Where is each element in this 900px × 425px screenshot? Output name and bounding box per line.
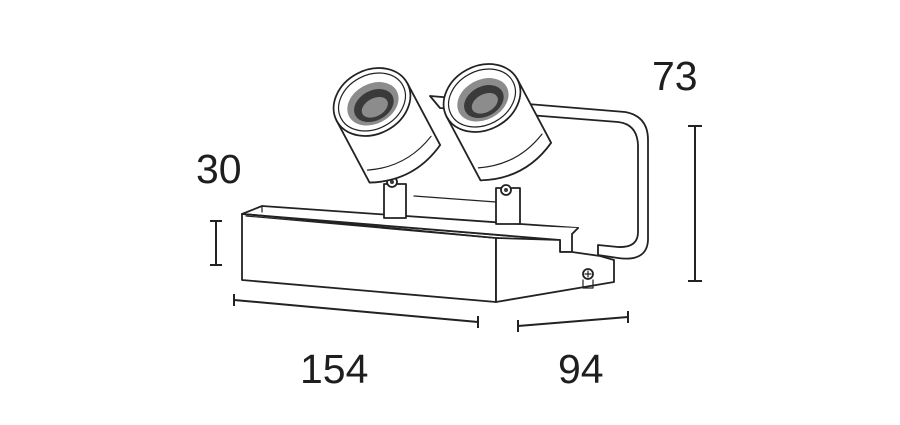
dimension-line-depth [517, 311, 629, 332]
dimension-label-height-total: 73 [652, 53, 698, 99]
wall-bracket [429, 95, 649, 260]
dimension-label-height-base: 30 [196, 146, 242, 192]
mounting-post-left [383, 176, 407, 219]
base-box [241, 205, 615, 303]
dimension-label-depth: 94 [558, 346, 604, 392]
post-connector-line [413, 195, 497, 203]
dimension-label-width: 154 [300, 346, 368, 392]
spotlight-right [442, 63, 553, 182]
dimension-line-width [233, 294, 479, 328]
mounting-post-right [495, 184, 521, 225]
dimension-line-height-total [688, 125, 702, 282]
dimension-line-height-base [210, 220, 222, 266]
spotlight-left [332, 67, 442, 184]
